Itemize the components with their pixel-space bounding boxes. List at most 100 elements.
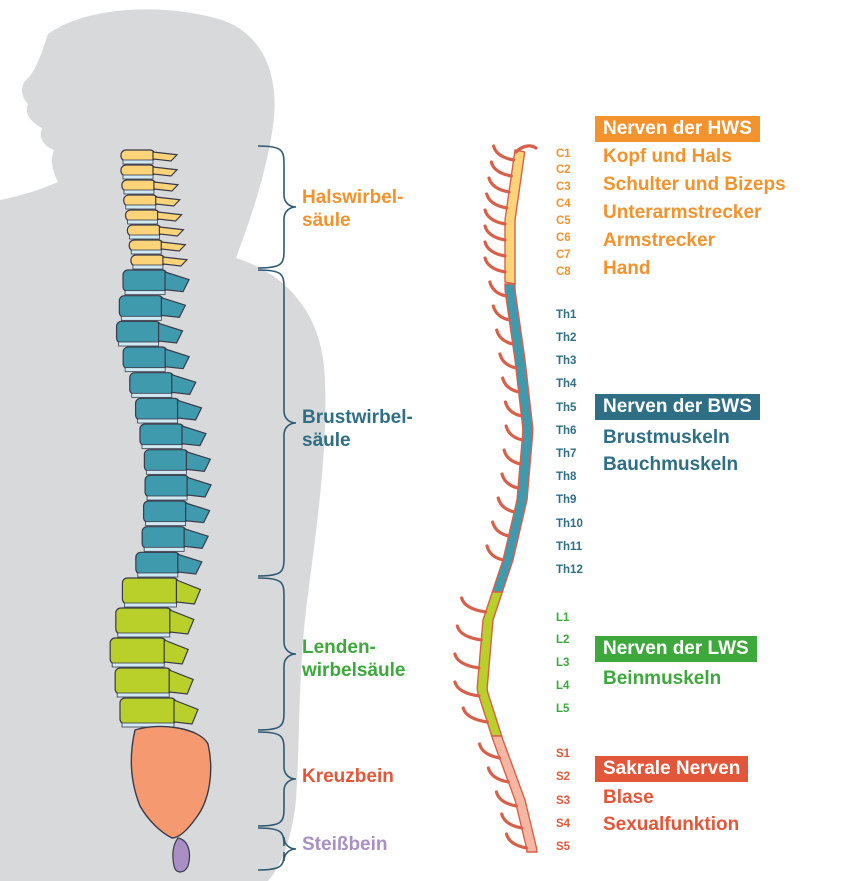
segment-label: C4 [556,197,571,211]
intervertebral-disc [124,190,154,194]
lumbar-nerve-root [455,654,479,668]
cervical-nerve-root [485,226,505,240]
cervical-nerve-root [485,210,505,224]
intervertebral-disc [138,419,178,423]
segment-label: Th11 [556,540,582,554]
cervical-vertebra [131,255,165,266]
intervertebral-disc [129,235,159,239]
intervertebral-disc [147,496,187,500]
thoracic-nerve-root [487,546,503,560]
group-title-bws: Nerven der BWS [595,394,760,420]
intervertebral-disc [138,573,178,577]
region-label-cervical: Halswirbel- säule [302,186,403,232]
cervical-vertebra [129,240,163,251]
segment-label: S2 [556,770,570,784]
segment-label: Th10 [556,517,583,531]
segment-label: Th12 [556,563,583,577]
intervertebral-disc [132,393,172,397]
cervical-vertebra [127,225,161,236]
cervical-nerve-root [494,146,514,160]
segment-label: C2 [556,163,571,177]
function-item: Armstrecker [603,229,715,252]
cervical-nerve-root [485,258,505,272]
region-label-thoracic: Brustwirbel- säule [302,406,413,452]
thoracic-vertebra [117,321,161,343]
intervertebral-disc [125,368,165,372]
group-title-lws: Nerven der LWS [595,636,757,662]
segment-label: L1 [556,611,569,625]
intervertebral-disc [128,220,158,224]
lumbar-nerve-root [462,598,486,612]
intervertebral-disc [118,633,170,637]
cord-lumbar [477,592,502,736]
cervical-vertebra [126,210,160,221]
thoracic-vertebra [142,527,186,549]
lumbar-vertebra [115,668,171,694]
function-item: Hand [603,257,651,280]
thoracic-nerve-root [500,354,516,368]
lumbar-vertebra [120,698,176,724]
segment-label: Th5 [556,401,576,415]
thoracic-vertebra [136,398,180,420]
segment-label: S1 [556,747,570,761]
thoracic-vertebra [140,424,184,446]
region-label-lumbar: Lenden- wirbelsäule [302,636,406,682]
segment-label: C8 [556,265,571,279]
function-item: Blase [603,786,654,809]
segment-label: S5 [556,840,570,854]
function-item: Beinmuskeln [603,667,721,690]
thoracic-nerve-root [493,522,509,536]
intervertebral-disc [146,470,186,474]
thoracic-vertebra [145,475,189,497]
segment-label: L4 [556,679,569,693]
cervical-nerve-root [485,242,505,256]
lumbar-vertebra [116,608,172,634]
intervertebral-disc [144,547,184,551]
cervical-vertebra [122,180,156,191]
segment-label: C3 [556,180,571,194]
thoracic-vertebra [130,373,174,395]
spinal-cord-nerves [455,146,537,852]
thoracic-nerve-root [505,402,521,416]
cord-top [516,146,536,152]
function-item: Brustmuskeln [603,426,730,449]
segment-label: C1 [556,147,571,161]
segment-label: Th2 [556,331,576,345]
segment-label: L2 [556,633,569,647]
thoracic-vertebra [144,450,188,472]
intervertebral-disc [119,342,159,346]
segment-label: Th8 [556,470,576,484]
intervertebral-disc [112,663,164,667]
region-label-coccyx: Steißbein [302,833,388,856]
segment-label: Th3 [556,354,576,368]
cervical-vertebra [124,195,158,206]
intervertebral-disc [121,316,161,320]
segment-label: C5 [556,214,571,228]
thoracic-nerve-root [502,474,518,488]
intervertebral-disc [131,250,161,254]
cervical-nerve-root [489,178,509,192]
thoracic-vertebra [136,552,180,574]
function-item: Sexualfunktion [603,813,739,836]
function-item: Kopf und Hals [603,145,732,168]
intervertebral-disc [123,160,153,164]
group-title-sacral: Sakrale Nerven [595,756,748,782]
lumbar-nerve-root [455,682,479,696]
segment-label: Th9 [556,493,576,507]
lumbar-vertebra [110,638,166,664]
lumbar-vertebra [122,578,178,604]
thoracic-vertebra [144,501,188,523]
segment-label: Th6 [556,424,576,438]
intervertebral-disc [126,205,156,209]
region-label-sacrum: Kreuzbein [302,765,394,788]
intervertebral-disc [125,291,165,295]
intervertebral-disc [142,445,182,449]
thoracic-nerve-root [503,378,519,392]
intervertebral-disc [124,603,176,607]
cervical-vertebra [121,165,155,176]
segment-label: S3 [556,794,570,808]
cervical-nerve-root [491,162,511,176]
segment-label: Th1 [556,308,576,322]
thoracic-nerve-root [504,450,520,464]
